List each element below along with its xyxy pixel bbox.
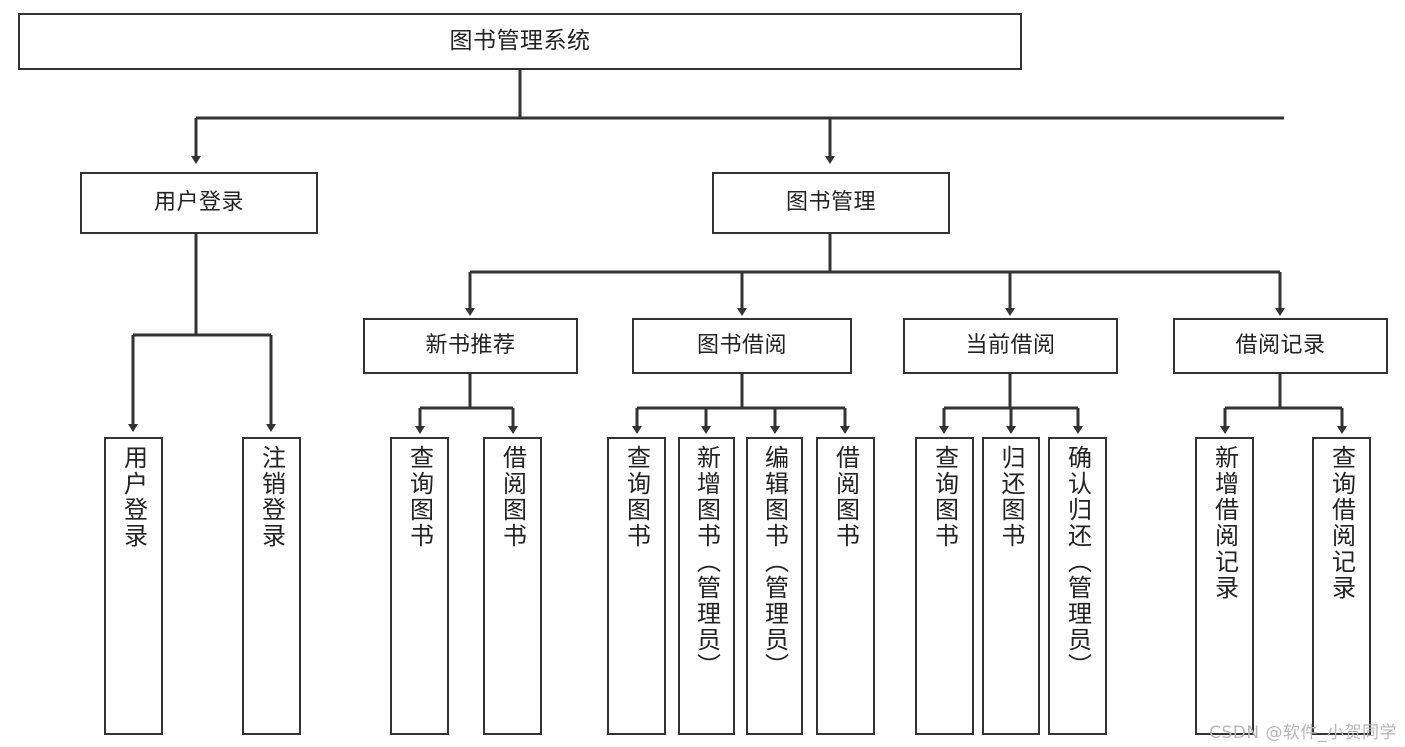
leaf-current-borrow-return[interactable]: 归还图书 [982, 437, 1040, 735]
node-user-login-label: 用户登录 [153, 190, 244, 216]
node-user-login[interactable]: 用户登录 [80, 172, 318, 234]
leaf-user-login-login[interactable]: 用户登录 [104, 437, 163, 735]
node-current-borrow-label: 当前借阅 [965, 333, 1056, 359]
leaf-book-borrow-query[interactable]: 查询图书 [607, 437, 666, 735]
leaf-label: 归还图书 [997, 445, 1025, 549]
node-book-borrow-label: 图书借阅 [696, 333, 787, 359]
node-borrow-record[interactable]: 借阅记录 [1173, 318, 1388, 374]
node-book-management-label: 图书管理 [785, 190, 876, 216]
node-root-label: 图书管理系统 [449, 27, 591, 54]
node-new-book-recommend-label: 新书推荐 [425, 333, 516, 359]
leaf-current-borrow-query[interactable]: 查询图书 [915, 437, 974, 735]
leaf-new-book-query[interactable]: 查询图书 [390, 437, 449, 735]
leaf-user-login-logout[interactable]: 注销登录 [242, 437, 301, 735]
leaf-label: 用户登录 [119, 445, 148, 549]
leaf-label: 新增借阅记录 [1210, 445, 1239, 601]
leaf-label: 查询图书 [405, 445, 434, 549]
leaf-label: 新增图书（管理员） [692, 445, 721, 679]
node-borrow-record-label: 借阅记录 [1235, 333, 1326, 359]
leaf-book-borrow-add[interactable]: 新增图书（管理员） [678, 437, 735, 735]
leaf-book-borrow-borrow[interactable]: 借阅图书 [816, 437, 875, 735]
leaf-label: 注销登录 [257, 445, 286, 549]
leaf-label: 查询图书 [622, 445, 651, 549]
leaf-new-book-borrow[interactable]: 借阅图书 [483, 437, 542, 735]
node-root[interactable]: 图书管理系统 [18, 13, 1022, 70]
leaf-book-borrow-edit[interactable]: 编辑图书（管理员） [746, 437, 803, 735]
leaf-label: 查询借阅记录 [1327, 445, 1356, 601]
node-book-borrow[interactable]: 图书借阅 [632, 318, 852, 374]
watermark: CSDN @软件_小贺同学 [1209, 723, 1397, 743]
node-current-borrow[interactable]: 当前借阅 [903, 318, 1118, 374]
leaf-label: 借阅图书 [831, 445, 860, 549]
node-book-management[interactable]: 图书管理 [712, 172, 950, 234]
leaf-label: 借阅图书 [498, 445, 527, 549]
leaf-borrow-record-query[interactable]: 查询借阅记录 [1312, 437, 1371, 735]
leaf-label: 确认归还（管理员） [1063, 445, 1092, 679]
node-new-book-recommend[interactable]: 新书推荐 [363, 318, 578, 374]
leaf-borrow-record-add[interactable]: 新增借阅记录 [1195, 437, 1254, 735]
leaf-label: 查询图书 [930, 445, 959, 549]
leaf-label: 编辑图书（管理员） [760, 445, 789, 679]
leaf-current-borrow-confirm[interactable]: 确认归还（管理员） [1048, 437, 1107, 735]
